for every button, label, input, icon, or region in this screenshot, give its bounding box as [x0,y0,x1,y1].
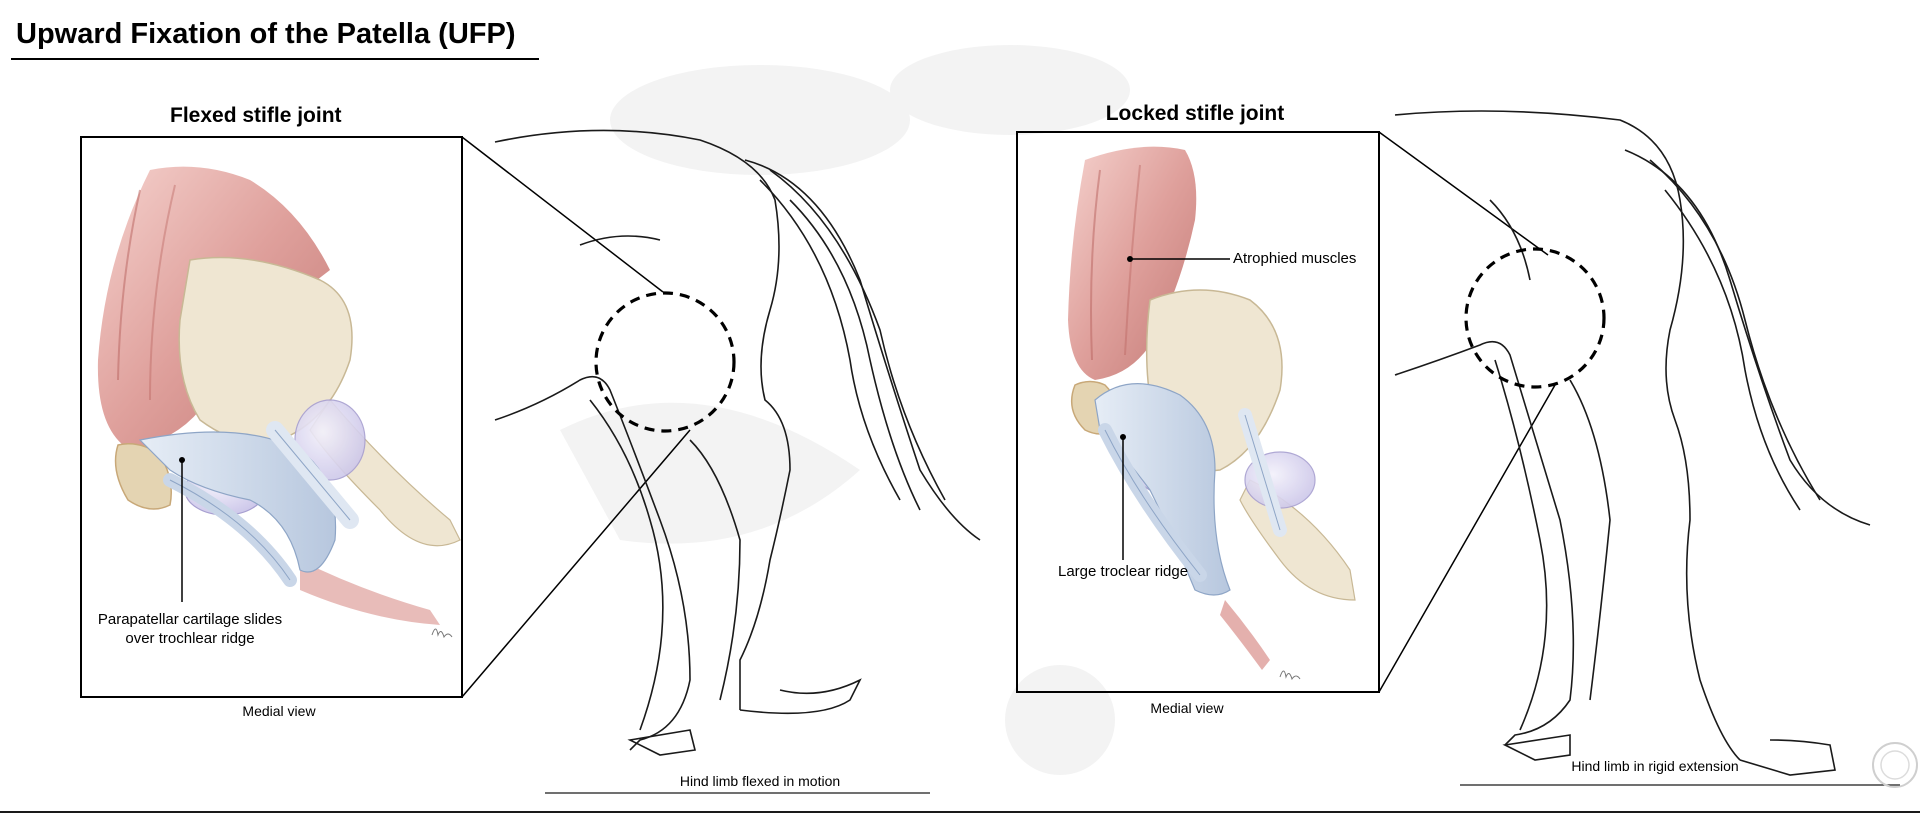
parapatellar-annotation-line2: over trochlear ridge [125,630,255,647]
locked-stifle-highlight-circle [1464,247,1606,389]
flexed-stifle-highlight-circle [594,291,736,433]
artist-signature-left [431,628,453,639]
corner-logo-seal [1872,742,1918,788]
locked-view-caption: Medial view [1150,700,1224,716]
locked-joint-detail [1068,146,1356,670]
atrophied-muscles-annotation: Atrophied muscles [1233,250,1357,267]
flexed-limb-caption: Hind limb flexed in motion [679,773,841,789]
page-title: Upward Fixation of the Patella (UFP) [16,18,516,50]
parapatellar-annotation: Parapatellar cartilage slides over troch… [85,610,295,648]
locked-panel-heading: Locked stifle joint [1105,102,1285,125]
flexed-detail-frame [80,136,463,698]
locked-detail-frame [1016,131,1380,693]
extended-limb-caption: Hind limb in rigid extension [1571,758,1739,774]
title-underline [11,58,539,60]
flexed-panel-heading: Flexed stifle joint [170,104,342,127]
artist-signature-right [1279,670,1301,681]
trochlear-ridge-annotation: Large troclear ridge [1058,563,1189,580]
parapatellar-annotation-line1: Parapatellar cartilage slides [97,611,283,628]
flexed-hind-limb-outline [494,129,981,794]
flexed-joint-detail [97,166,461,625]
extended-hind-limb-outline [1394,110,1900,786]
flexed-view-caption: Medial view [242,703,316,719]
background-watermark [560,45,1130,775]
